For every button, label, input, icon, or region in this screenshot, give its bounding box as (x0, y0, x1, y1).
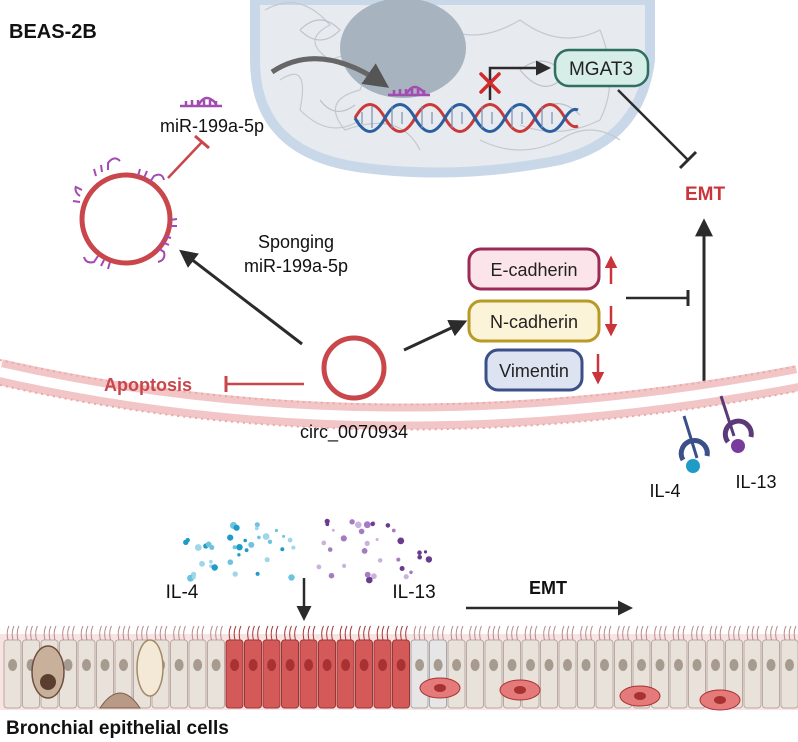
transcription-arrow (488, 60, 551, 100)
cell-line-label: BEAS-2B (9, 21, 97, 43)
circrna-label: circ_0070934 (300, 422, 408, 443)
circrna-sponge-circle (72, 157, 178, 270)
mirna-bound-dna-icon (388, 85, 430, 97)
sponging-label: Sponging (258, 232, 334, 252)
cell-membrane (0, 359, 798, 431)
tissue-il4-label: IL-4 (166, 582, 199, 603)
circrna-to-markers-arrow (403, 319, 468, 352)
apoptosis-inhibition (224, 376, 304, 392)
tissue-il13-label: IL-13 (392, 582, 435, 603)
il13-receptor-icon (719, 395, 754, 453)
mgat3-box (553, 48, 650, 88)
mirna-import-arrow (270, 56, 390, 88)
mirna-icon (180, 96, 222, 108)
markers-inhibition (626, 290, 690, 306)
mgat3-label: MGAT3 (569, 59, 633, 80)
vimentin-label: Vimentin (499, 361, 569, 381)
dna-helix (353, 103, 579, 133)
circrna-sponge-inhibition (167, 134, 210, 179)
emt-label: EMT (685, 184, 726, 205)
receptor-il13-label: IL-13 (735, 472, 776, 492)
epithelial-cells (3, 625, 798, 711)
cytokine-dots (183, 518, 433, 584)
circrna-circle (321, 335, 387, 401)
tissue-emt-label: EMT (529, 578, 567, 598)
blocked-cross-icon (479, 72, 501, 94)
n-cadherin-label: N-cadherin (490, 312, 578, 332)
mgat3-inhibition (617, 89, 698, 170)
n-cadherin-box (467, 299, 601, 343)
tissue-caption: Bronchial epithelial cells (6, 718, 229, 739)
il4-receptor-icon (678, 415, 710, 473)
mirna-label: miR-199a-5p (160, 116, 264, 136)
vimentin-box (484, 348, 584, 392)
e-cadherin-label: E-cadherin (490, 260, 577, 280)
sponging-arrow (179, 249, 303, 346)
nucleolus (340, 0, 466, 98)
receptor-il4-label: IL-4 (649, 481, 680, 501)
sponging-mirna-label: miR-199a-5p (244, 256, 348, 276)
apoptosis-label: Apoptosis (104, 375, 192, 395)
e-cadherin-box (467, 247, 601, 291)
